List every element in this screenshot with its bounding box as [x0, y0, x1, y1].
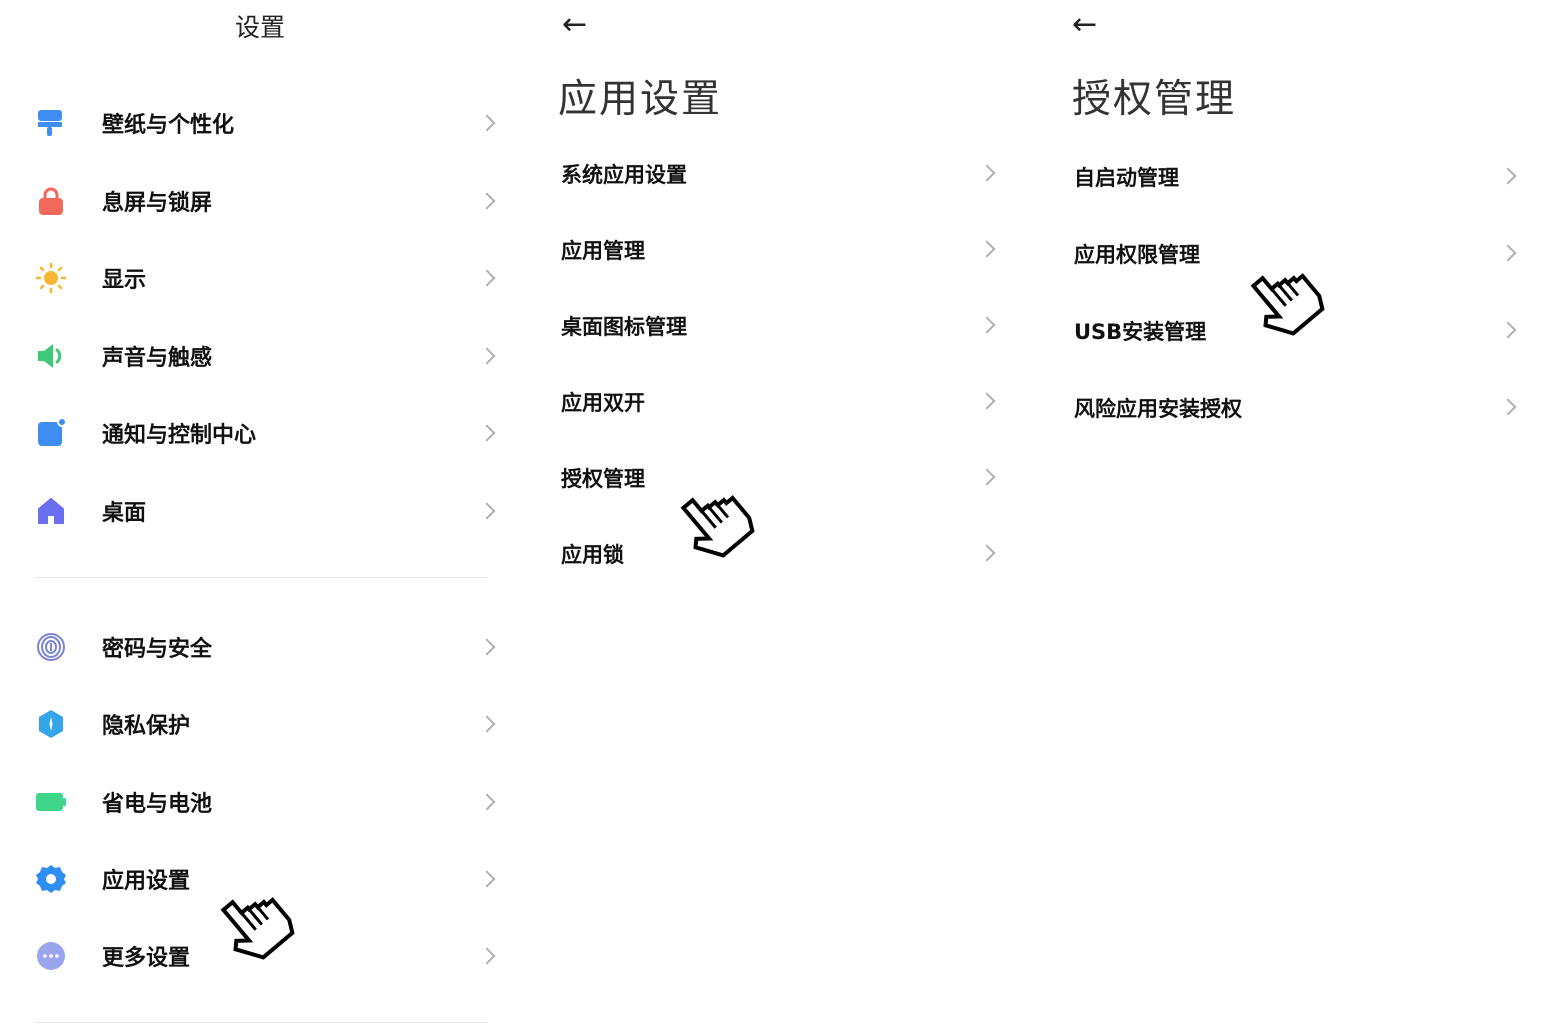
app-settings-item-dual-apps[interactable]: 应用双开 — [561, 372, 1006, 432]
chevron-right-icon — [478, 947, 496, 965]
chevron-right-icon — [478, 870, 496, 888]
app-settings-item-app-lock[interactable]: 应用锁 — [561, 524, 1006, 584]
settings-item-app-settings[interactable]: 应用设置 — [0, 844, 520, 914]
settings-item-label: 壁纸与个性化 — [102, 113, 235, 138]
app-settings-panel: ← 应用设置 系统应用设置 应用管理 桌面图标管理 应用双开 授权管理 应用锁 — [520, 0, 1040, 1024]
pointing-hand-cursor-icon — [1228, 246, 1348, 346]
chevron-right-icon — [978, 164, 996, 182]
settings-item-label: 省电与电池 — [102, 792, 213, 817]
list-item-label: 自启动管理 — [1074, 166, 1179, 190]
chevron-right-icon — [478, 715, 496, 733]
pointing-hand-cursor-icon — [198, 870, 318, 970]
settings-item-label: 声音与触感 — [102, 346, 213, 371]
speaker-icon — [35, 340, 67, 372]
battery-icon — [35, 786, 67, 818]
gear-icon — [35, 863, 67, 895]
settings-item-password[interactable]: 密码与安全 — [0, 612, 520, 682]
chevron-right-icon — [478, 424, 496, 442]
app-settings-item-system-apps[interactable]: 系统应用设置 — [561, 144, 1006, 204]
settings-item-lockscreen[interactable]: 息屏与锁屏 — [0, 166, 520, 236]
settings-item-label: 显示 — [102, 268, 147, 293]
settings-item-privacy[interactable]: 隐私保护 — [0, 689, 520, 759]
list-item-label: 应用双开 — [561, 391, 645, 415]
fingerprint-icon — [35, 631, 67, 663]
list-item-label: USB安装管理 — [1074, 320, 1207, 344]
settings-item-battery[interactable]: 省电与电池 — [0, 767, 520, 837]
chevron-right-icon — [478, 114, 496, 132]
wallpaper-icon — [35, 107, 67, 139]
chevron-right-icon — [978, 544, 996, 562]
notification-icon — [35, 417, 67, 449]
chevron-right-icon — [1499, 398, 1517, 416]
settings-item-label: 更多设置 — [102, 946, 191, 971]
back-arrow-icon[interactable]: ← — [1072, 7, 1098, 42]
settings-item-label: 息屏与锁屏 — [102, 191, 213, 216]
chevron-right-icon — [1499, 167, 1517, 185]
list-item-label: 应用权限管理 — [1074, 243, 1200, 267]
section-divider — [34, 577, 488, 578]
section-divider — [34, 1022, 488, 1023]
list-item-label: 应用锁 — [561, 543, 624, 567]
list-item-label: 桌面图标管理 — [561, 315, 687, 339]
settings-item-wallpaper[interactable]: 壁纸与个性化 — [0, 88, 520, 158]
chevron-right-icon — [478, 793, 496, 811]
chevron-right-icon — [478, 502, 496, 520]
lock-icon — [35, 185, 67, 217]
settings-panel: 设置 壁纸与个性化 息屏与锁屏 显示 声音与触感 通知与控制中心 — [0, 0, 520, 1024]
app-settings-item-authorization[interactable]: 授权管理 — [561, 448, 1006, 508]
chevron-right-icon — [478, 269, 496, 287]
list-item-label: 授权管理 — [561, 467, 645, 491]
settings-item-desktop[interactable]: 桌面 — [0, 476, 520, 546]
settings-item-more[interactable]: 更多设置 — [0, 921, 520, 991]
chevron-right-icon — [478, 347, 496, 365]
chevron-right-icon — [978, 392, 996, 410]
back-arrow-icon[interactable]: ← — [562, 7, 588, 42]
chevron-right-icon — [1499, 244, 1517, 262]
settings-item-label: 密码与安全 — [102, 637, 213, 662]
authorization-item-app-permissions[interactable]: 应用权限管理 — [1074, 224, 1534, 284]
authorization-panel: ← 授权管理 自启动管理 应用权限管理 USB安装管理 风险应用安装授权 — [1040, 0, 1554, 1024]
pointing-hand-cursor-icon — [658, 468, 778, 568]
page-title: 设置 — [234, 13, 285, 42]
more-icon — [35, 940, 67, 972]
authorization-item-usb-install[interactable]: USB安装管理 — [1074, 301, 1534, 361]
settings-item-notifications[interactable]: 通知与控制中心 — [0, 398, 520, 468]
list-item-label: 风险应用安装授权 — [1074, 397, 1242, 421]
chevron-right-icon — [1499, 321, 1517, 339]
chevron-right-icon — [978, 316, 996, 334]
settings-item-label: 隐私保护 — [102, 714, 191, 739]
settings-item-label: 应用设置 — [102, 869, 191, 894]
settings-item-label: 桌面 — [102, 501, 147, 526]
authorization-item-autostart[interactable]: 自启动管理 — [1074, 147, 1534, 207]
sun-icon — [35, 262, 67, 294]
settings-item-display[interactable]: 显示 — [0, 243, 520, 313]
settings-item-label: 通知与控制中心 — [102, 423, 257, 448]
app-settings-item-desktop-icons[interactable]: 桌面图标管理 — [561, 296, 1006, 356]
chevron-right-icon — [978, 468, 996, 486]
home-icon — [35, 495, 67, 527]
list-item-label: 应用管理 — [561, 239, 645, 263]
page-title: 授权管理 — [1072, 77, 1237, 122]
page-title: 应用设置 — [558, 77, 723, 122]
list-item-label: 系统应用设置 — [561, 163, 687, 187]
chevron-right-icon — [478, 192, 496, 210]
privacy-shield-icon — [35, 708, 67, 740]
app-settings-item-app-management[interactable]: 应用管理 — [561, 220, 1006, 280]
authorization-item-risky-install[interactable]: 风险应用安装授权 — [1074, 378, 1534, 438]
chevron-right-icon — [978, 240, 996, 258]
chevron-right-icon — [478, 638, 496, 656]
settings-item-sound[interactable]: 声音与触感 — [0, 321, 520, 391]
